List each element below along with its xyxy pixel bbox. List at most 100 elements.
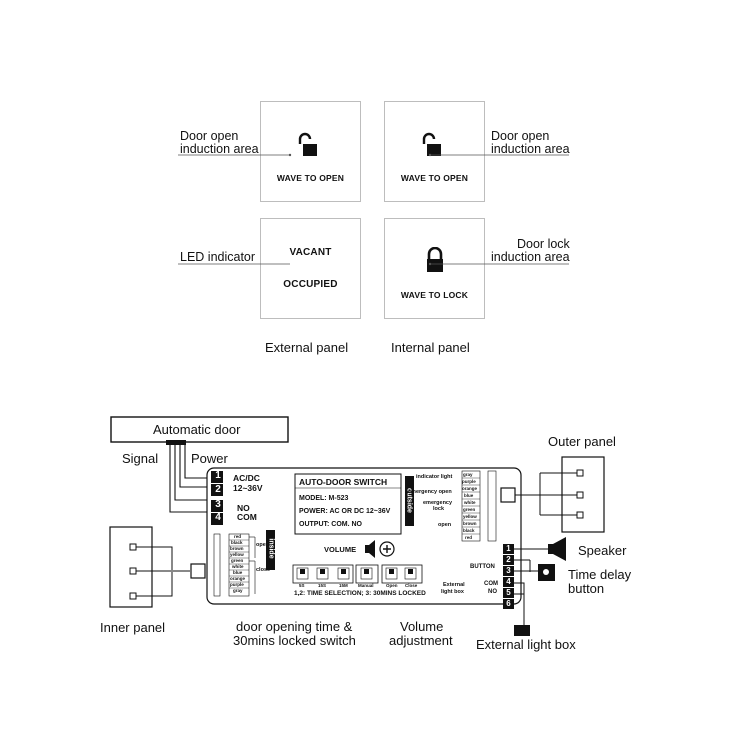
power-terminals (211, 471, 223, 525)
lwire-yellow: yellow (230, 552, 244, 557)
unlock-icon (298, 132, 317, 156)
vacant-text: VACANT (289, 247, 332, 258)
unlock-icon (422, 132, 441, 156)
lwire-red: red (234, 534, 242, 539)
dip-switch-time (292, 564, 354, 584)
wire-white: white (464, 500, 476, 505)
left-wire-column (213, 533, 256, 597)
voltage-label: 12~36V (233, 483, 263, 493)
door-wires (169, 445, 210, 513)
induction-area-label-right: induction area (491, 142, 570, 156)
dip-switch-manual (355, 564, 379, 584)
title-box (294, 473, 402, 535)
terminal-3: 3 (215, 499, 221, 510)
external-light-box-icon (514, 625, 530, 636)
internal-panel-caption: Internal panel (391, 340, 470, 355)
wire-gray: gray (463, 472, 473, 477)
adjustment-caption: adjustment (389, 633, 453, 648)
lwire-green: green (231, 558, 244, 563)
automatic-door-label: Automatic door (153, 422, 241, 437)
terminal-1: 1 (215, 470, 221, 481)
out-terminal-3: 3 (506, 566, 511, 575)
wave-to-lock-text: WAVE TO LOCK (400, 290, 469, 300)
wire-purple: purple (462, 479, 476, 484)
lwire-orange: orange (230, 576, 246, 581)
induction-area-label-left: induction area (180, 142, 259, 156)
dip-open: Open (386, 583, 398, 588)
wire-black: black (463, 528, 475, 533)
dip-switch-open-close (381, 564, 423, 584)
door-open-label-left: Door open (180, 129, 239, 143)
volume-caption: Volume (400, 619, 444, 634)
dip-note: 1,2: TIME SELECTION; 3: 30MINS LOCKED (294, 590, 426, 597)
wire-red: red (465, 535, 473, 540)
emergency-open-label: emergency open (408, 489, 452, 495)
occupied-text: OCCUPIED (283, 279, 338, 290)
out-terminal-2: 2 (506, 555, 511, 564)
door-connector (166, 440, 186, 445)
time-delay-label: Time delay (568, 567, 632, 582)
indicator-light-label: indicator light (416, 474, 453, 480)
dip-5s: 5S (299, 583, 305, 588)
main-board (206, 467, 522, 605)
no-label: NO (237, 503, 250, 513)
locked-switch-label: 30mins locked switch (233, 633, 356, 648)
dip-15m: 15M (339, 583, 348, 588)
speaker-label: Speaker (578, 543, 627, 558)
light-box-label: light box (441, 589, 464, 595)
led-indicator-label: LED indicator (180, 250, 256, 264)
light-box-wires (514, 582, 525, 625)
lwire-black: black (231, 540, 243, 545)
button-label: BUTTON (470, 564, 495, 570)
inner-panel-label: Inner panel (100, 620, 166, 635)
outside-label: outside (405, 488, 413, 513)
internal-panel-upper: WAVE TO OPEN (384, 101, 485, 202)
dip-close: Close (405, 583, 418, 588)
left-close-label: close (256, 567, 271, 573)
lock-label: lock (433, 506, 445, 512)
acdc-label: AC/DC (233, 473, 260, 483)
wire-green: green (463, 507, 476, 512)
volume-speaker-icon (365, 540, 375, 558)
automatic-door-box (110, 416, 289, 443)
out-terminal-5: 5 (506, 588, 511, 597)
dip-15s: 15S (318, 583, 327, 588)
out-terminal-6: 6 (506, 599, 511, 608)
outer-panel-connector (500, 487, 516, 503)
volume-label: VOLUME (324, 545, 357, 554)
outside-block (405, 476, 414, 526)
no2-label: NO (488, 589, 497, 595)
internal-panel-lower: WAVE TO LOCK (384, 218, 485, 319)
external-light-box-label: External light box (476, 637, 576, 652)
external-panel-caption: External panel (265, 340, 349, 355)
power-label: Power (191, 451, 228, 466)
wire-brown: brown (463, 521, 477, 526)
lwire-brown: brown (230, 546, 244, 551)
button-caption: button (568, 581, 605, 596)
terminal-2: 2 (215, 484, 221, 495)
com-label: COM (237, 512, 257, 522)
door-open-label-right: Door open (491, 129, 550, 143)
induction-area-label-lock: induction area (491, 250, 570, 264)
terminal-4: 4 (215, 512, 221, 523)
inside-block (266, 530, 275, 570)
inner-panel-connector (190, 563, 206, 579)
inside-label: inside (267, 538, 275, 559)
right-wire-column (461, 470, 497, 542)
output-terminals (503, 544, 514, 609)
lwire-white: white (232, 564, 244, 569)
signal-label: Signal (122, 451, 159, 466)
board-power: POWER: AC OR DC 12~36V (299, 508, 391, 515)
wire-blue: blue (464, 493, 474, 498)
door-switch-label: door opening time & (236, 619, 353, 634)
external-panel-upper: WAVE TO OPEN (260, 101, 361, 202)
com2-label: COM (484, 581, 498, 587)
lwire-blue: blue (233, 570, 243, 575)
wave-to-open-text: WAVE TO OPEN (276, 173, 345, 183)
external-light-label: External (443, 582, 465, 588)
door-lock-label: Door lock (517, 237, 570, 251)
board-model: MODEL: M-523 (299, 495, 349, 502)
lwire-gray: gray (233, 588, 243, 593)
